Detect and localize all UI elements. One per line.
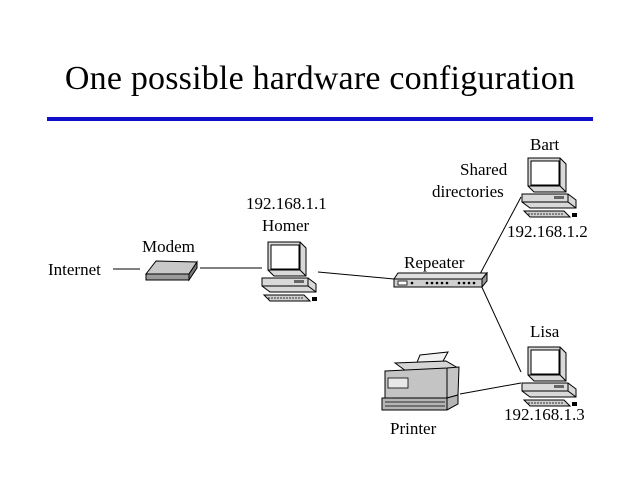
- bart-ip-label: 192.168.1.2: [507, 222, 588, 241]
- computer-icon: [521, 157, 578, 218]
- slide-title: One possible hardware configuration: [64, 60, 576, 97]
- link-homer-repeater: [317, 271, 395, 280]
- shared-directories-label-line1: Shared: [460, 160, 508, 179]
- internet-label: Internet: [48, 260, 101, 279]
- repeater-label: Repeater: [404, 253, 465, 272]
- link-printer-lisa: [459, 382, 522, 395]
- repeater-icon: [393, 271, 489, 289]
- lisa-name-label: Lisa: [530, 322, 560, 341]
- link-repeater-lisa: [479, 282, 522, 373]
- shared-directories-label-line2: directories: [432, 182, 504, 201]
- modem-icon: [144, 260, 198, 282]
- homer-ip-label: 192.168.1.1: [246, 194, 327, 213]
- computer-icon: [521, 346, 578, 407]
- link-repeater-bart: [479, 196, 522, 275]
- printer-icon: [381, 351, 460, 411]
- modem-label: Modem: [142, 237, 195, 256]
- homer-name-label: Homer: [262, 216, 310, 235]
- computer-icon: [261, 241, 318, 302]
- title-underline: [47, 117, 593, 121]
- printer-label: Printer: [390, 419, 437, 438]
- bart-name-label: Bart: [530, 135, 560, 154]
- lisa-ip-label: 192.168.1.3: [504, 405, 585, 424]
